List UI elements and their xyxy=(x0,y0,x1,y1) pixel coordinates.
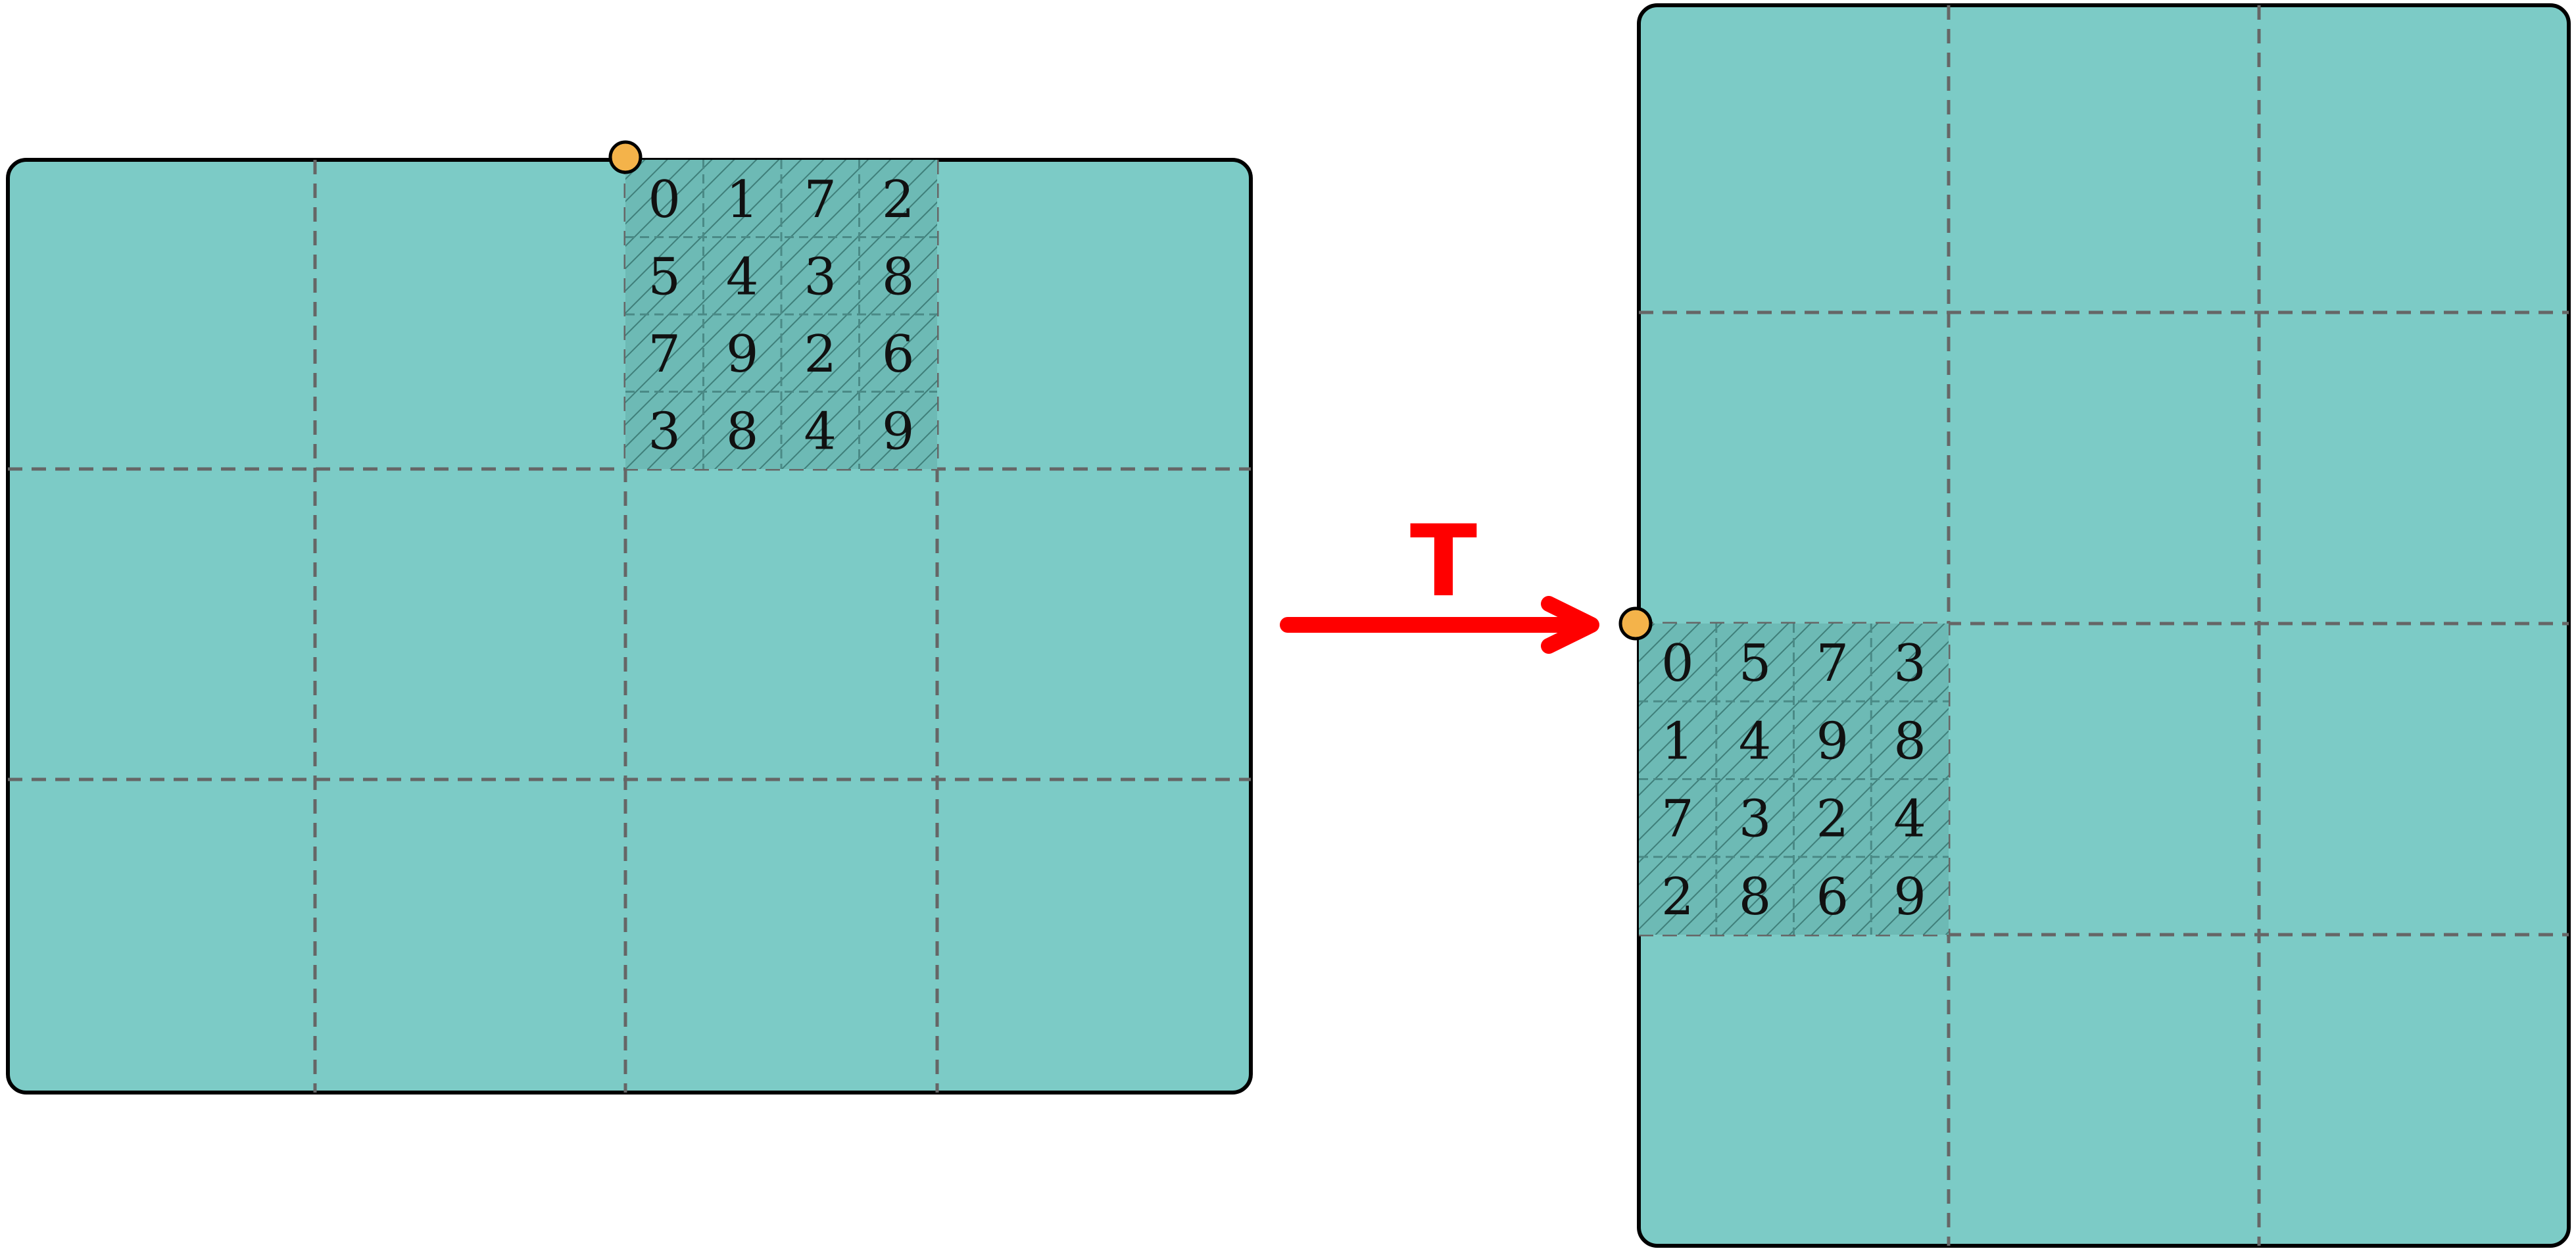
left-tile-cell-grid xyxy=(625,160,937,469)
tile-cell-value: 8 xyxy=(726,402,759,461)
tile-cell-value: 4 xyxy=(726,247,759,307)
tile-cell-value: 0 xyxy=(648,170,681,230)
tile-cell-value: 9 xyxy=(882,402,915,461)
tile-cell-value: 2 xyxy=(1661,868,1694,927)
right-tile-cell-grid xyxy=(1639,624,1949,935)
tile-cell-value: 8 xyxy=(1739,868,1772,927)
right-anchor-point xyxy=(1618,606,1653,641)
tile-cell-value: 3 xyxy=(1739,790,1772,849)
tile-cell-value: 6 xyxy=(882,325,915,384)
tile-cell-value: 3 xyxy=(648,402,681,461)
tile-cell-value: 6 xyxy=(1816,868,1849,927)
tile-cell-value: 0 xyxy=(1661,634,1694,693)
tile-cell-value: 1 xyxy=(1661,712,1694,771)
tile-cell-value: 3 xyxy=(1893,634,1926,693)
tile-cell-value: 9 xyxy=(726,325,759,384)
tile-cell-value: 5 xyxy=(648,247,681,307)
tile-cell-value: 7 xyxy=(1816,634,1849,693)
tile-cell-value: 8 xyxy=(882,247,915,307)
tile-cell-value: 4 xyxy=(804,402,837,461)
tile-cell-value: 8 xyxy=(1893,712,1926,771)
tile-cell-value: 7 xyxy=(648,325,681,384)
tile-cell-value: 2 xyxy=(882,170,915,230)
tile-cell-value: 9 xyxy=(1816,712,1849,771)
tile-cell-value: 4 xyxy=(1739,712,1772,771)
operation-label: T xyxy=(1410,504,1477,619)
left-anchor-point xyxy=(608,140,643,174)
tile-cell-value: 1 xyxy=(726,170,759,230)
arrow-head xyxy=(1541,596,1599,654)
tile-cell-value: 4 xyxy=(1893,790,1926,849)
tile-cell-value: 7 xyxy=(1661,790,1694,849)
operation-arrow: T xyxy=(1280,504,1599,654)
tile-cell-value: 3 xyxy=(804,247,837,307)
tile-cell-value: 2 xyxy=(1816,790,1849,849)
tile-cell-value: 9 xyxy=(1893,868,1926,927)
tile-cell-value: 7 xyxy=(804,170,837,230)
tile-cell-value: 5 xyxy=(1739,634,1772,693)
tile-cell-value: 2 xyxy=(804,325,837,384)
